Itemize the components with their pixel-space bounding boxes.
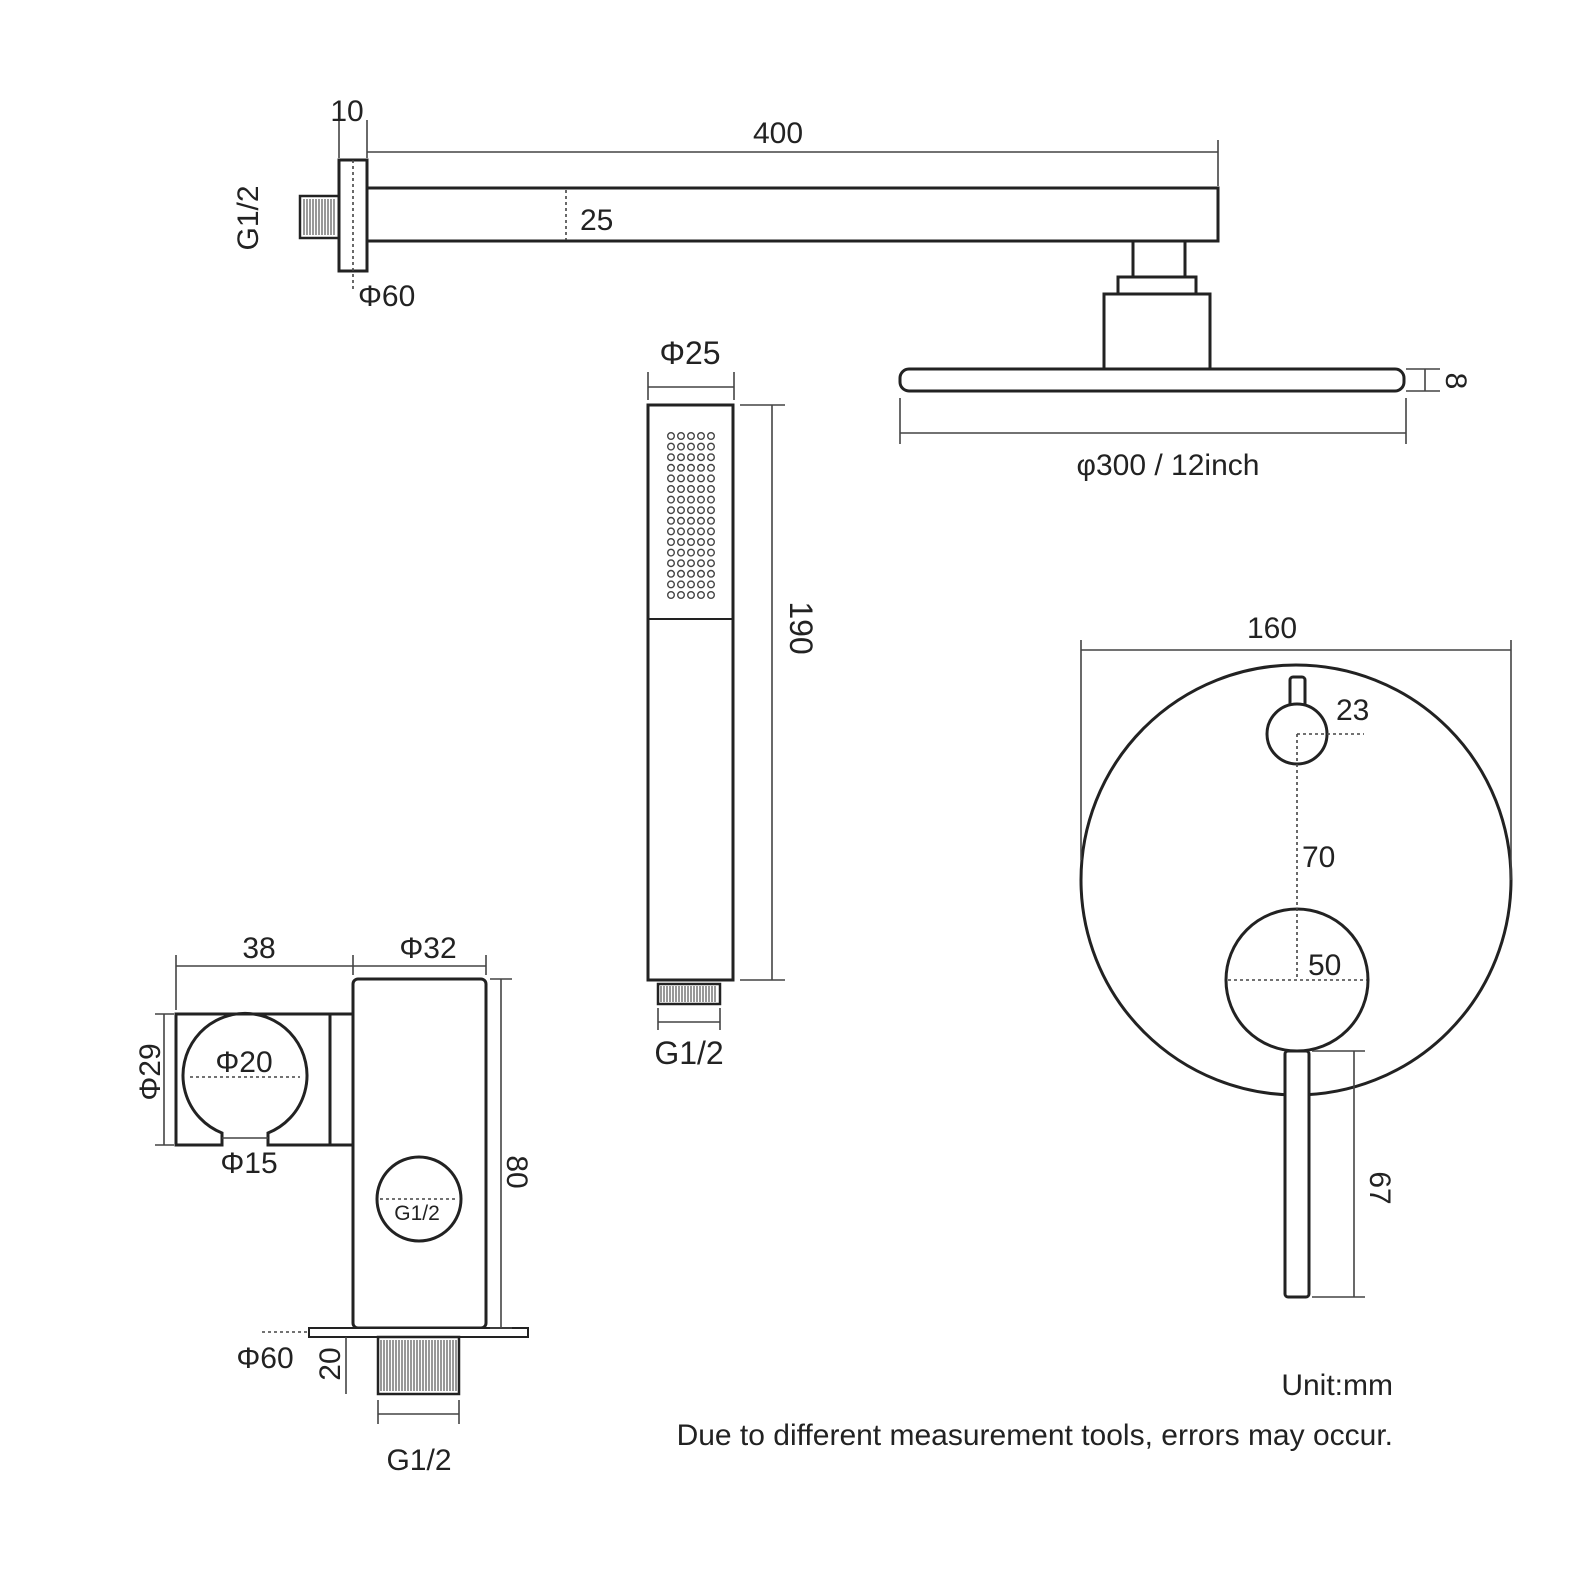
body-height-label: 80 <box>500 1155 533 1188</box>
outlet-thread <box>376 1335 461 1396</box>
unit-note: Unit:mm <box>1281 1369 1393 1402</box>
outlet-thread-label: G1/2 <box>394 1202 440 1225</box>
plate-diameter-label: 160 <box>1247 612 1297 645</box>
cradle-diameter-label: Φ20 <box>215 1046 272 1079</box>
diverter-diameter-label: 23 <box>1336 694 1369 727</box>
arm-flange-diameter-label: Φ60 <box>358 280 415 313</box>
hand-shower-thread-label: G1/2 <box>654 1035 723 1071</box>
mixer: 160 23 70 50 67 <box>1079 612 1513 1299</box>
bottom-thread-label: G1/2 <box>386 1444 451 1477</box>
spacing-label: 70 <box>1302 841 1335 874</box>
lever-length-label: 67 <box>1363 1171 1396 1204</box>
shower-head-collar <box>1116 275 1198 296</box>
mixer-lever <box>1283 1049 1311 1299</box>
holder-cradle <box>174 1012 332 1147</box>
hand-shower-diameter-label: Φ25 <box>659 335 720 371</box>
arm-height-label: 25 <box>580 204 613 237</box>
shower-head-body <box>1102 292 1212 371</box>
flange-diameter-label: Φ60 <box>236 1342 293 1375</box>
head-diameter-label: φ300 / 12inch <box>1077 449 1260 482</box>
cradle-height-label: Φ29 <box>134 1043 167 1100</box>
hand-shower-nozzles <box>667 432 716 600</box>
shower-arm-thread <box>298 194 342 240</box>
outlet-body <box>351 977 488 1330</box>
shower-arm: 10 400 25 G1/2 Φ60 <box>232 95 1220 313</box>
disclaimer-note: Due to different measurement tools, erro… <box>677 1419 1393 1452</box>
arm-inlet-thread-label: G1/2 <box>232 185 265 250</box>
body-diameter-label: Φ32 <box>399 932 456 965</box>
hand-shower-thread <box>656 982 722 1006</box>
wall-holder: G1/2 38 Φ32 Φ29 Φ20 Φ15 80 Φ60 20 <box>134 932 533 1477</box>
head-thickness-label: 8 <box>1439 373 1472 390</box>
hand-shower-length-label: 190 <box>783 601 819 654</box>
hand-shower: Φ25 190 G1/2 <box>646 335 819 1071</box>
shower-head-neck <box>1131 239 1187 279</box>
outlet-flange <box>308 1327 529 1338</box>
arm-length-label: 400 <box>753 117 803 150</box>
holder-connector <box>328 1012 355 1147</box>
thread-length-label: 20 <box>314 1347 347 1380</box>
arm-flange-thickness-label: 10 <box>330 95 363 128</box>
knob-diameter-label: 50 <box>1308 949 1341 982</box>
holder-width-label: 38 <box>242 932 275 965</box>
slot-width-label: Φ15 <box>220 1147 277 1180</box>
shower-head-plate <box>898 367 1406 393</box>
shower-arm-tube <box>365 186 1220 243</box>
shower-head: 8 φ300 / 12inch <box>898 239 1472 482</box>
